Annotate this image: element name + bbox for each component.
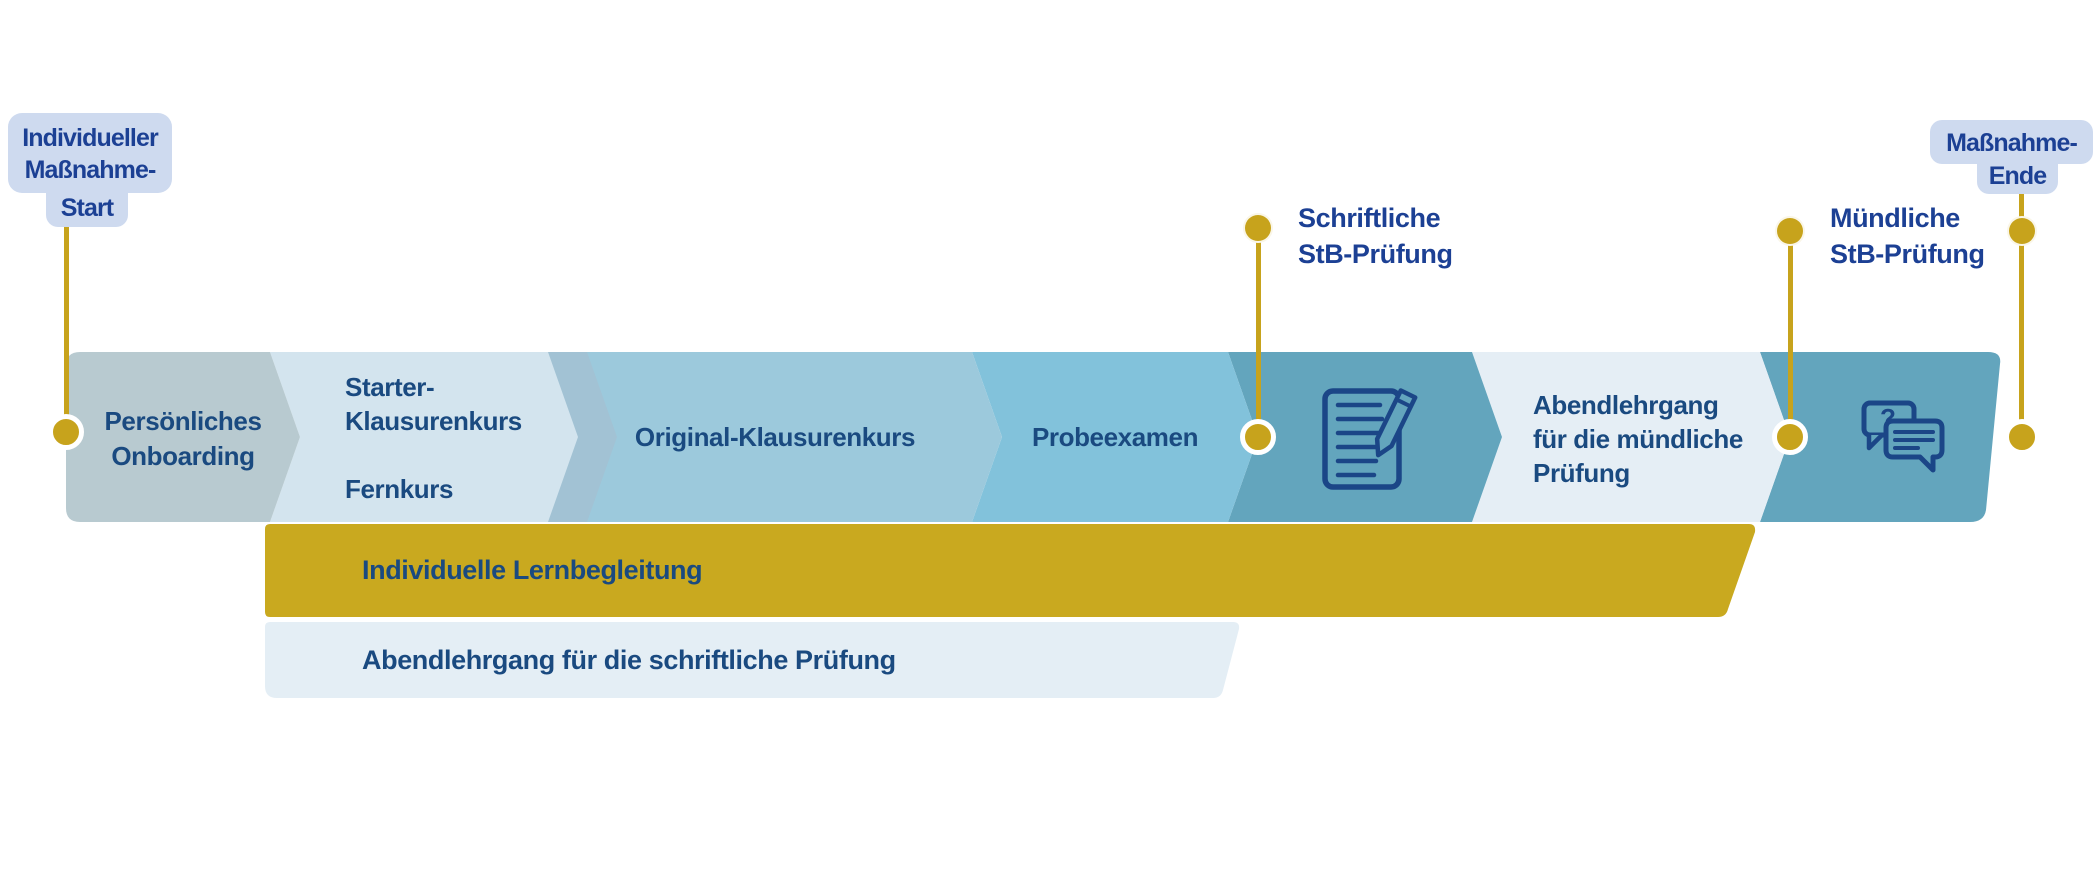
connector-line-muendliche (1788, 231, 1793, 437)
timeline-dot-start (48, 414, 84, 450)
connector-line-ende (2019, 190, 2024, 437)
segment-persoenliches-onboarding (66, 352, 300, 522)
badge-massnahme-ende: Maßnahme- Ende (1930, 120, 2093, 194)
label-abendlehrgang-schriftlich: Abendlehrgang für die schriftliche Prüfu… (362, 645, 896, 675)
milestone-dot-ende-top (2007, 216, 2037, 246)
badge-massnahme-start: Individueller Maßnahme- Start (8, 113, 180, 227)
label-abendlehrgang-muendlich: Abendlehrgang für die mündliche Prüfung (1533, 390, 1743, 488)
timeline-dot-ende (2004, 419, 2040, 455)
bar-individuelle-lernbegleitung (265, 524, 1756, 617)
segment-original-klausurenkurs (548, 352, 1002, 522)
bar-abendlehrgang-schriftlich (265, 622, 1240, 698)
milestone-dot-schriftliche-top (1243, 213, 1273, 243)
segment-probeexamen (972, 352, 1258, 522)
label-persoenliches-onboarding: Persönliches Onboarding (104, 406, 262, 471)
timeline-dot-muendliche (1772, 419, 1808, 455)
document-pencil-icon (1318, 386, 1428, 490)
badge-ende-tail (1977, 162, 2058, 194)
speech-bubbles-icon: ? (1856, 399, 1948, 479)
milestone-dot-muendliche-top (1775, 216, 1805, 246)
milestone-label-schriftliche: Schriftliche StB-Prüfung (1298, 203, 1453, 269)
timeline-dot-schriftliche (1240, 419, 1276, 455)
milestone-label-muendliche: Mündliche StB-Prüfung (1830, 203, 1985, 269)
label-individuelle-lernbegleitung: Individuelle Lernbegleitung (362, 555, 703, 585)
label-original-klausurenkurs: Original-Klausurenkurs (634, 422, 916, 452)
badge-ende-box (1930, 120, 2093, 164)
label-probeexamen: Probeexamen (1031, 422, 1199, 452)
connector-line-schriftliche (1256, 228, 1261, 437)
label-starter-klausurenkurs: Starter- Klausurenkurs Fernkurs (345, 372, 522, 504)
segment-starter-klausurenkurs (270, 352, 578, 522)
segment-abendlehrgang-muendlich (1472, 352, 1790, 522)
badge-start-box (8, 113, 172, 193)
connector-line-start (64, 225, 69, 432)
badge-start-tail (46, 191, 128, 227)
